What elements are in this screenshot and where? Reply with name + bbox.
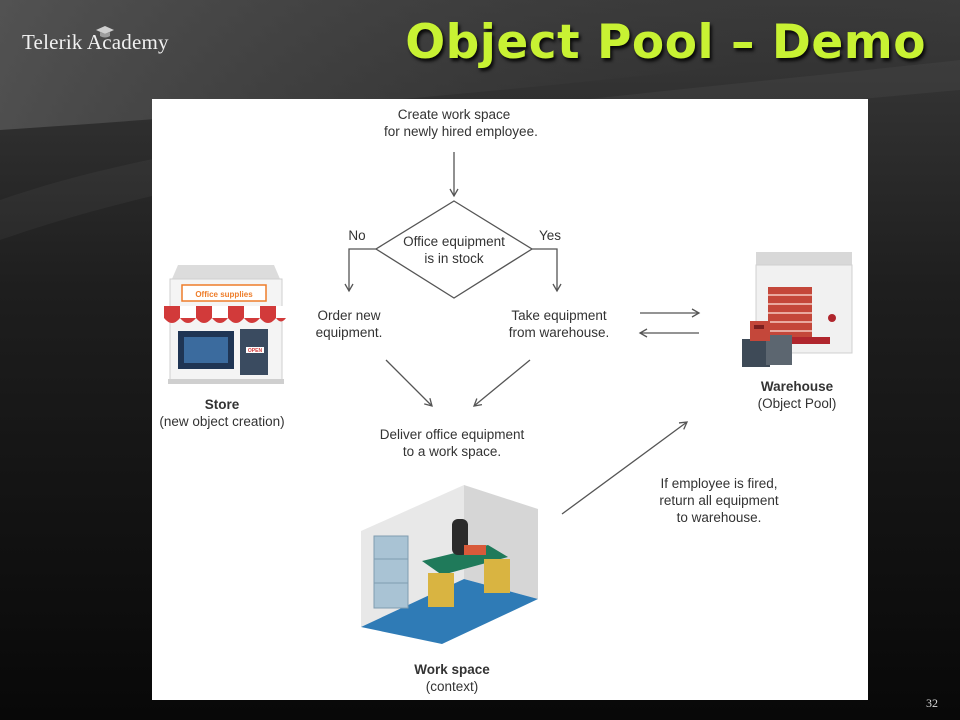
telerik-academy-logo: Telerik Academy — [22, 30, 169, 54]
warehouse-title: Warehouse — [760, 379, 834, 394]
branch-no-label: No — [348, 228, 366, 243]
arrow-order-to-deliver — [385, 359, 433, 407]
workspace-title: Work space — [414, 662, 490, 677]
workspace-illustration — [361, 485, 538, 644]
store-title: Store — [204, 397, 240, 412]
branch-yes-label: Yes — [538, 228, 562, 243]
slide-number: 32 — [926, 696, 938, 710]
take-line-1: Take equipment — [511, 308, 607, 323]
store-illustration: Office supplies OPEN — [164, 265, 286, 384]
decision-line-2: is in stock — [424, 251, 484, 266]
start-step-text: Create work space for newly hired employ… — [384, 106, 538, 140]
deliver-line-1: Deliver office equipment — [379, 427, 525, 442]
start-line-2: for newly hired employee. — [384, 124, 538, 139]
workspace-subtitle: (context) — [425, 679, 479, 694]
deliver-step-text: Deliver office equipment to a work space… — [362, 426, 542, 460]
decision-text: Office equipment is in stock — [394, 233, 514, 267]
decision-line-1: Office equipment — [403, 234, 505, 249]
return-note-text: If employee is fired, return all equipme… — [647, 475, 791, 526]
diagram-graphics: Office supplies OPEN — [164, 152, 853, 644]
slide-title: Object Pool – Demo — [405, 15, 926, 70]
return-line-1: If employee is fired, — [660, 476, 778, 491]
order-line-2: equipment. — [315, 325, 383, 340]
arrow-return-to-warehouse — [561, 421, 689, 515]
store-subtitle: (new object creation) — [159, 414, 285, 429]
return-line-2: return all equipment — [659, 493, 779, 508]
take-step-text: Take equipment from warehouse. — [497, 307, 621, 341]
arrow-decision-yes — [532, 248, 562, 293]
warehouse-caption: Warehouse (Object Pool) — [742, 378, 852, 412]
order-step-text: Order new equipment. — [308, 307, 390, 341]
return-line-3: to warehouse. — [676, 510, 762, 525]
take-line-2: from warehouse. — [508, 325, 610, 340]
decision-diamond — [374, 200, 534, 299]
order-line-1: Order new — [317, 308, 381, 323]
graduation-cap-icon — [96, 26, 114, 38]
deliver-line-2: to a work space. — [402, 444, 502, 459]
store-sign-text: Office supplies — [195, 290, 253, 299]
object-pool-diagram: Office supplies OPEN — [152, 99, 868, 700]
warehouse-illustration — [742, 252, 853, 367]
start-line-1: Create work space — [397, 107, 511, 122]
warehouse-subtitle: (Object Pool) — [757, 396, 837, 411]
store-open-sign: OPEN — [248, 348, 263, 354]
workspace-caption: Work space (context) — [402, 661, 502, 695]
store-caption: Store (new object creation) — [152, 396, 292, 430]
arrow-take-to-deliver — [472, 359, 531, 407]
